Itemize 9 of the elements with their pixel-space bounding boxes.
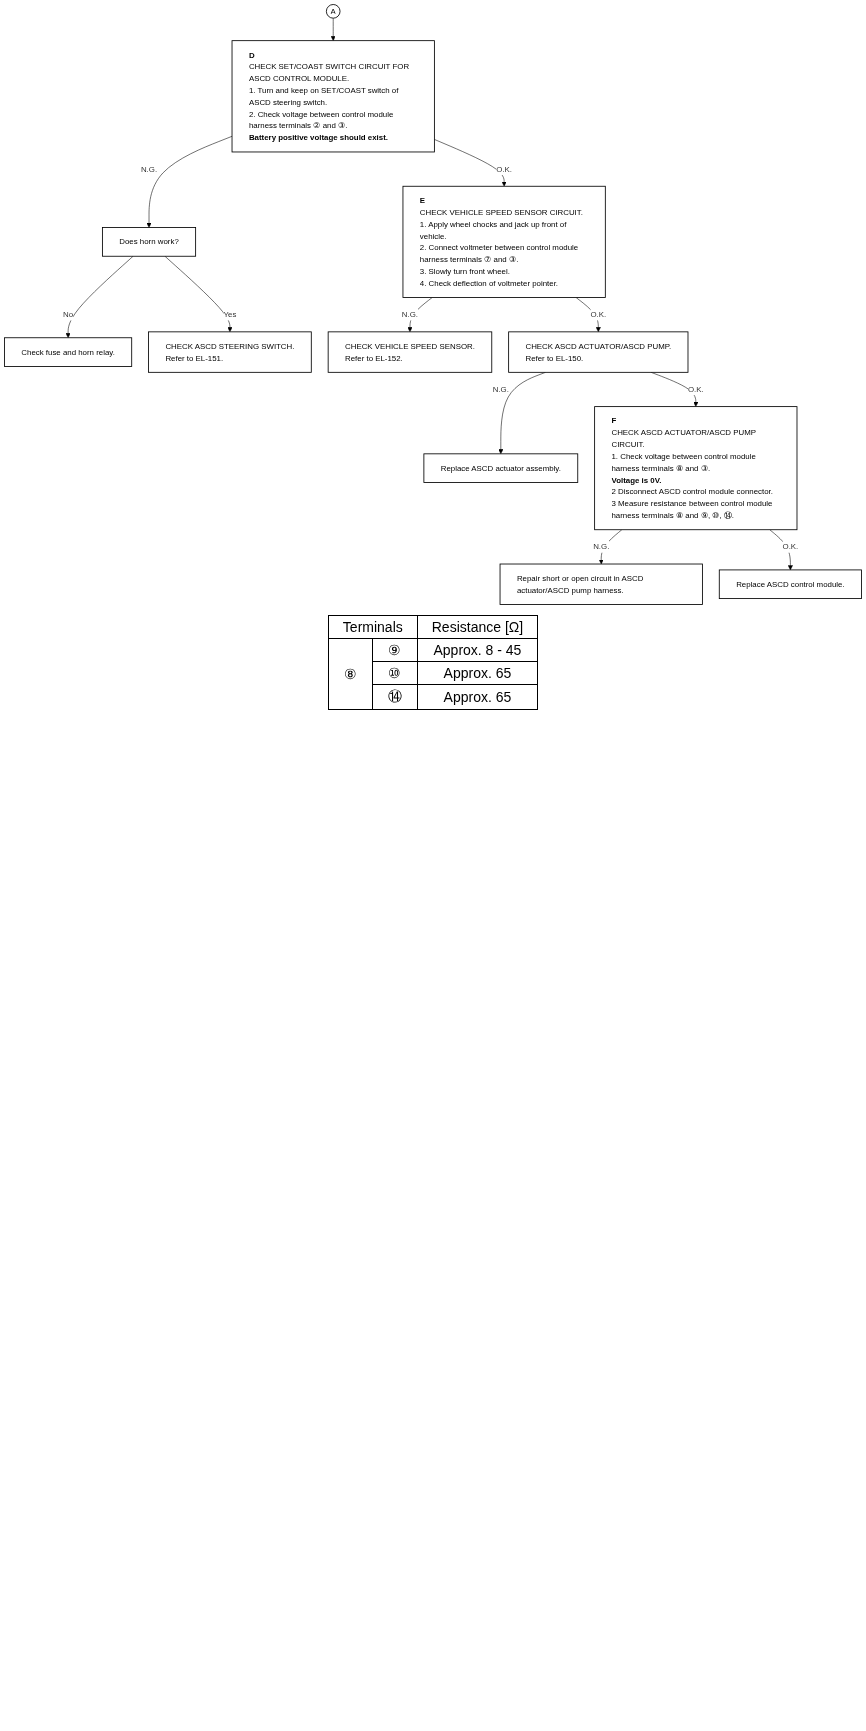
table-cell: ⑨	[372, 638, 418, 662]
table-cell: Terminals	[328, 615, 418, 639]
table-cell: Approx. 65	[417, 684, 538, 710]
table-cell: ⑩	[372, 661, 418, 685]
table-cell: Approx. 65	[417, 661, 538, 685]
table-cell: Approx. 8 - 45	[417, 638, 538, 662]
table-cell: ⑧	[328, 638, 373, 710]
table-cell: Resistance [Ω]	[417, 615, 538, 639]
table-cell: ⑭	[372, 684, 418, 710]
